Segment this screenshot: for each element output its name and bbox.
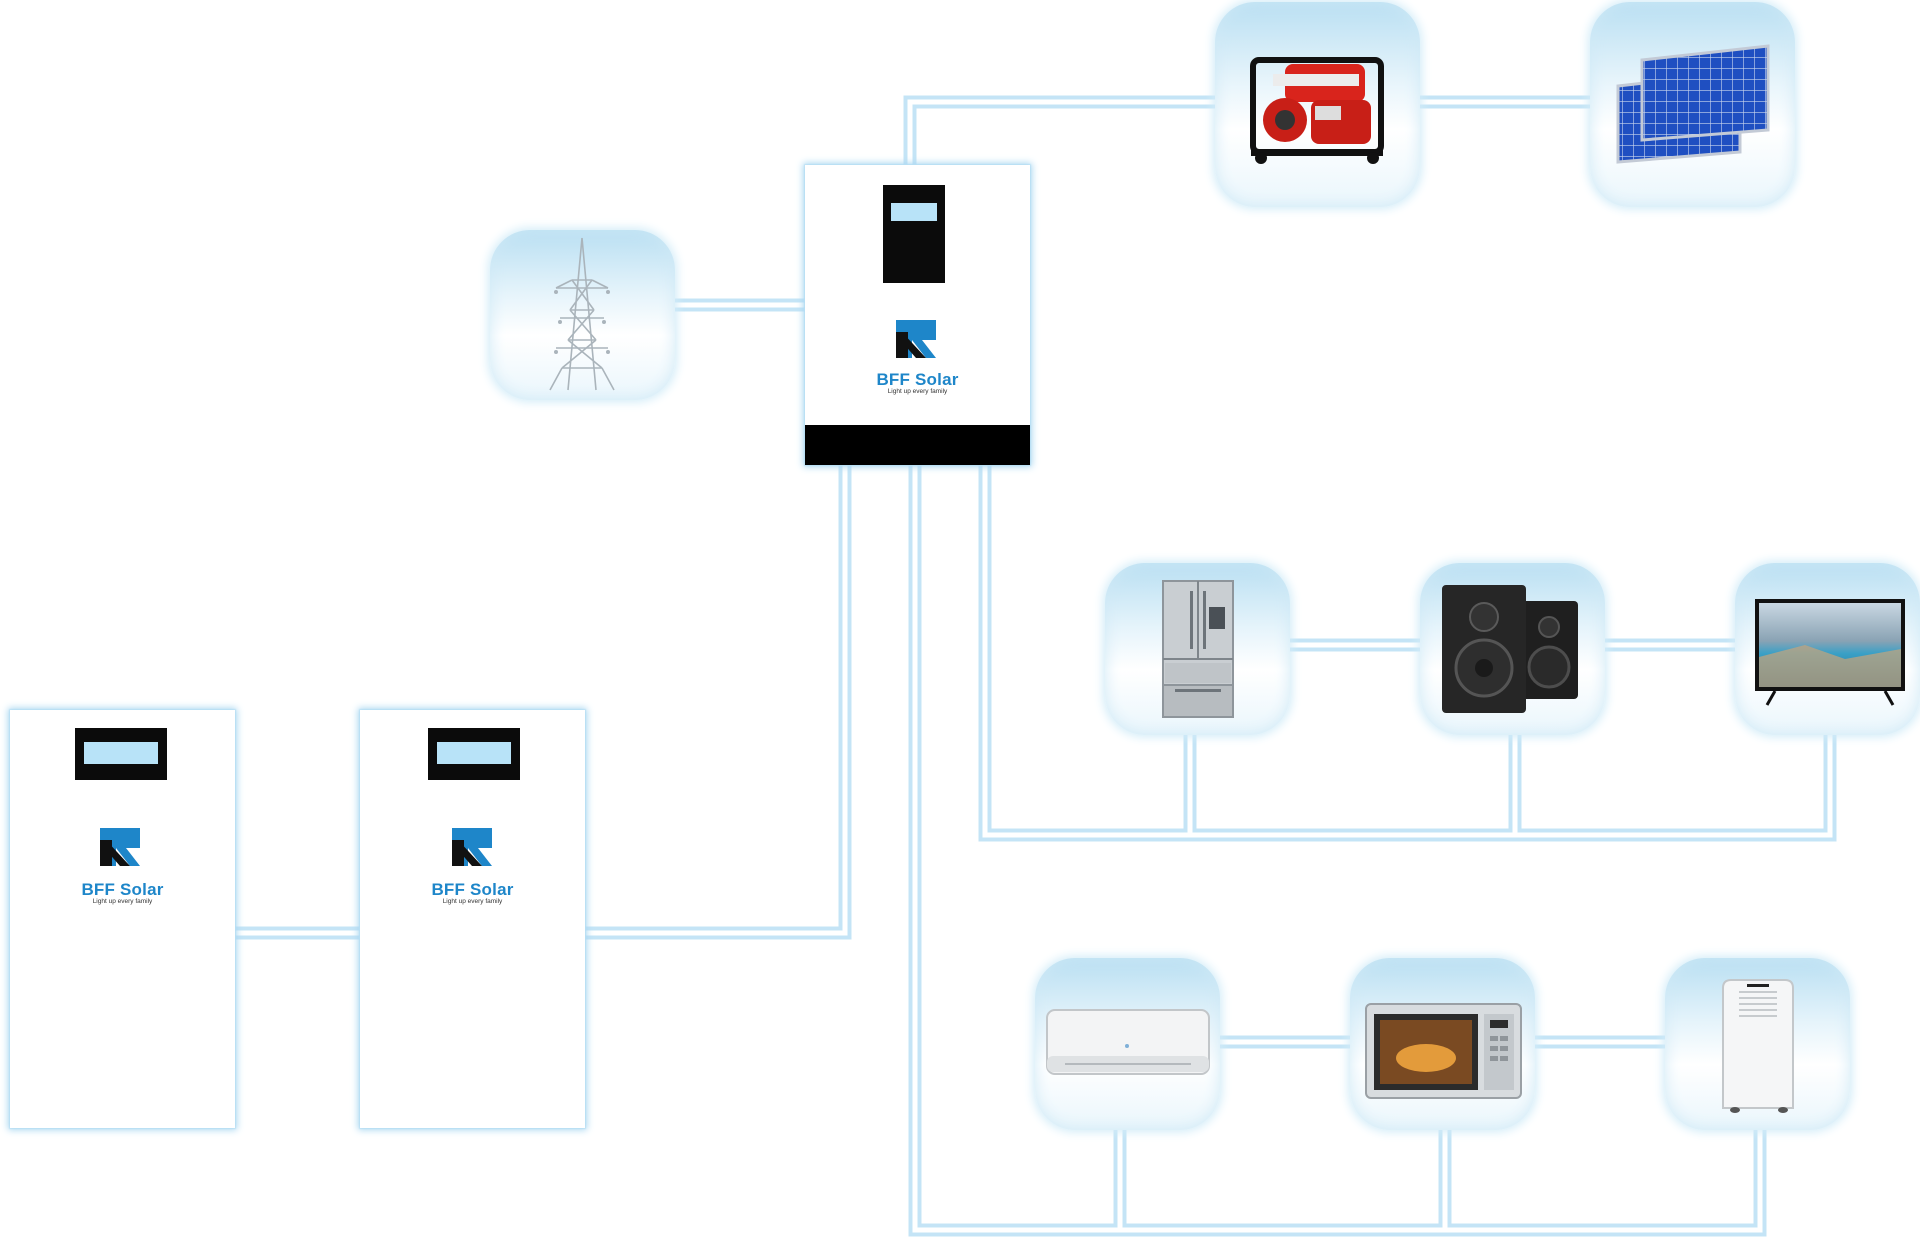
battery-unit-1[interactable]: BFF Solar Light up every family	[10, 710, 235, 1128]
inverter-brand: BFF Solar	[876, 370, 959, 389]
solar-panel-tile[interactable]	[1590, 2, 1795, 207]
battery-1-display	[75, 728, 167, 780]
refrigerator-icon	[1162, 580, 1234, 718]
bff-logo-icon	[100, 828, 140, 866]
inverter-tagline: Light up every family	[887, 388, 948, 395]
inverter-base-band	[805, 425, 1030, 465]
battery-2-display	[428, 728, 520, 780]
air-conditioner-icon	[1046, 1009, 1210, 1075]
refrigerator-tile[interactable]	[1105, 563, 1290, 735]
transmission-tower-icon	[549, 237, 615, 391]
battery-2-tagline: Light up every family	[442, 898, 503, 905]
solar-panel-icon	[1616, 44, 1770, 164]
battery-1-tagline: Light up every family	[92, 898, 153, 905]
television-tile[interactable]	[1735, 563, 1920, 735]
inverter-display	[883, 185, 945, 283]
battery-1-brand: BFF Solar	[81, 880, 164, 899]
inverter-unit[interactable]: BFF Solar Light up every family	[805, 165, 1030, 465]
bff-logo-icon	[892, 312, 944, 364]
portable-air-conditioner-icon	[1722, 979, 1794, 1113]
microwave-tile[interactable]	[1350, 958, 1535, 1130]
battery-unit-2[interactable]: BFF Solar Light up every family	[360, 710, 585, 1128]
battery-2-brand: BFF Solar	[431, 880, 514, 899]
utility-grid-tile[interactable]	[490, 230, 675, 400]
generator-tile[interactable]	[1215, 2, 1420, 207]
portable-ac-tile[interactable]	[1665, 958, 1850, 1130]
generator-icon	[1250, 57, 1384, 164]
microwave-icon	[1365, 1003, 1522, 1099]
air-conditioner-tile[interactable]	[1035, 958, 1220, 1130]
speaker-tile[interactable]	[1420, 563, 1605, 735]
bff-logo-icon	[452, 828, 492, 866]
speaker-icon	[1442, 585, 1578, 713]
television-icon	[1755, 599, 1905, 706]
